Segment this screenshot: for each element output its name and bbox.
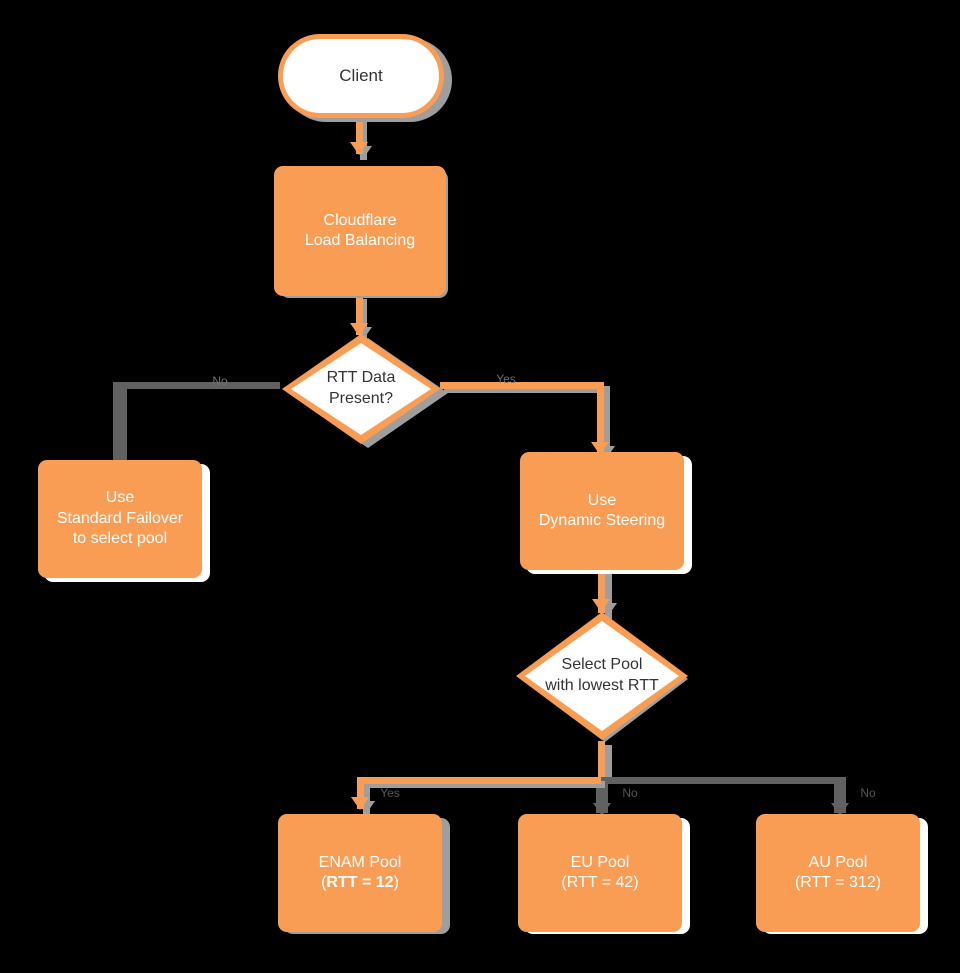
edge-client-to-lb-line [356,114,363,154]
enam-pool-paren-open: ( [321,874,327,891]
select-pool-node[interactable]: Select Pool with lowest RTT [516,612,688,740]
edge-label-decision-no: No [212,374,228,388]
standard-failover-node-label: Use Standard Failover to select pool [49,488,191,549]
load-balancing-node-label: Cloudflare Load Balancing [297,211,423,252]
dynamic-steering-line-1: Use [587,491,617,509]
edge-client-to-lb-arrowhead [350,142,368,155]
standard-failover-line-3: to select pool [72,530,168,548]
edge-select-grey-bus [598,777,844,784]
edge-label-select-to-enam: Yes [380,786,400,800]
au-pool-line-1: AU Pool [808,853,868,871]
enam-pool-paren-close: ) [393,874,399,891]
edge-client-to-lb-shadow [360,118,367,160]
edge-decision-yes-arrowhead [591,442,609,455]
select-pool-line-2: with lowest RTT [545,677,659,694]
au-pool-node[interactable]: AU Pool (RTT = 312) [756,814,920,932]
select-pool-line-1: Select Pool [561,656,643,674]
edge-label-select-to-au: No [860,786,876,800]
edge-select-to-enam-vertical [357,777,364,809]
edge-label-decision-yes: Yes [496,372,516,386]
rtt-decision-node-label: RTT Data Present? [282,334,440,444]
rtt-decision-line-1: RTT Data [326,369,396,387]
edge-select-to-eu-arrowhead [593,803,611,816]
au-pool-node-label: AU Pool (RTT = 312) [787,853,889,894]
dynamic-steering-node[interactable]: Use Dynamic Steering [520,452,684,570]
standard-failover-node[interactable]: Use Standard Failover to select pool [38,460,202,578]
edge-steering-to-select-arrowhead [592,599,610,612]
edge-select-to-enam-horizontal [357,777,601,784]
edge-decision-no-horizontal [120,382,280,389]
eu-pool-node[interactable]: EU Pool (RTT = 42) [518,814,682,932]
enam-pool-line-1: ENAM Pool [318,853,402,871]
edge-decision-yes-vertical [597,382,604,454]
rtt-decision-node[interactable]: RTT Data Present? [282,334,440,444]
edge-label-select-to-eu: No [622,786,638,800]
edge-decision-yes-horizontal [440,382,604,389]
eu-pool-line-1: EU Pool [570,853,630,871]
edge-select-to-au-arrowhead [831,803,849,816]
load-balancing-line-2: Load Balancing [304,232,416,249]
eu-pool-node-label: EU Pool (RTT = 42) [553,853,646,894]
edge-lb-to-decision-arrowhead [350,323,368,336]
edge-decision-yes-horizontal-shadow [444,386,610,393]
load-balancing-node[interactable]: Cloudflare Load Balancing [274,166,446,296]
standard-failover-line-2: Standard Failover [56,509,184,527]
edge-steering-to-select-shadow [605,573,612,619]
client-node[interactable]: Client [278,34,444,118]
enam-pool-node-label: ENAM Pool (RTT = 12) [311,853,410,894]
au-pool-line-2: (RTT = 312) [794,874,882,891]
load-balancing-line-1: Cloudflare [323,211,397,229]
edge-decision-no-vertical [113,382,127,462]
edge-lb-to-decision-shadow [360,299,367,341]
dynamic-steering-line-2: Dynamic Steering [538,512,666,529]
edge-select-stem [598,741,605,777]
edge-select-to-enam-horizontal-shadow [363,781,605,788]
edge-lb-to-decision-line [356,295,363,335]
edge-select-to-enam-arrowhead [351,797,369,810]
rtt-decision-line-2: Present? [328,390,394,407]
dynamic-steering-node-label: Use Dynamic Steering [531,491,673,532]
eu-pool-line-2: (RTT = 42) [561,874,639,891]
enam-pool-node[interactable]: ENAM Pool (RTT = 12) [278,814,442,932]
edge-steering-to-select-line [598,569,605,613]
client-node-label: Client [339,66,383,86]
standard-failover-line-1: Use [105,489,135,507]
edge-decision-yes-vertical-shadow [603,386,610,460]
enam-pool-rtt-value: RTT = 12 [326,874,394,891]
edge-select-stem-shadow [605,745,612,777]
select-pool-node-label: Select Pool with lowest RTT [516,612,688,740]
